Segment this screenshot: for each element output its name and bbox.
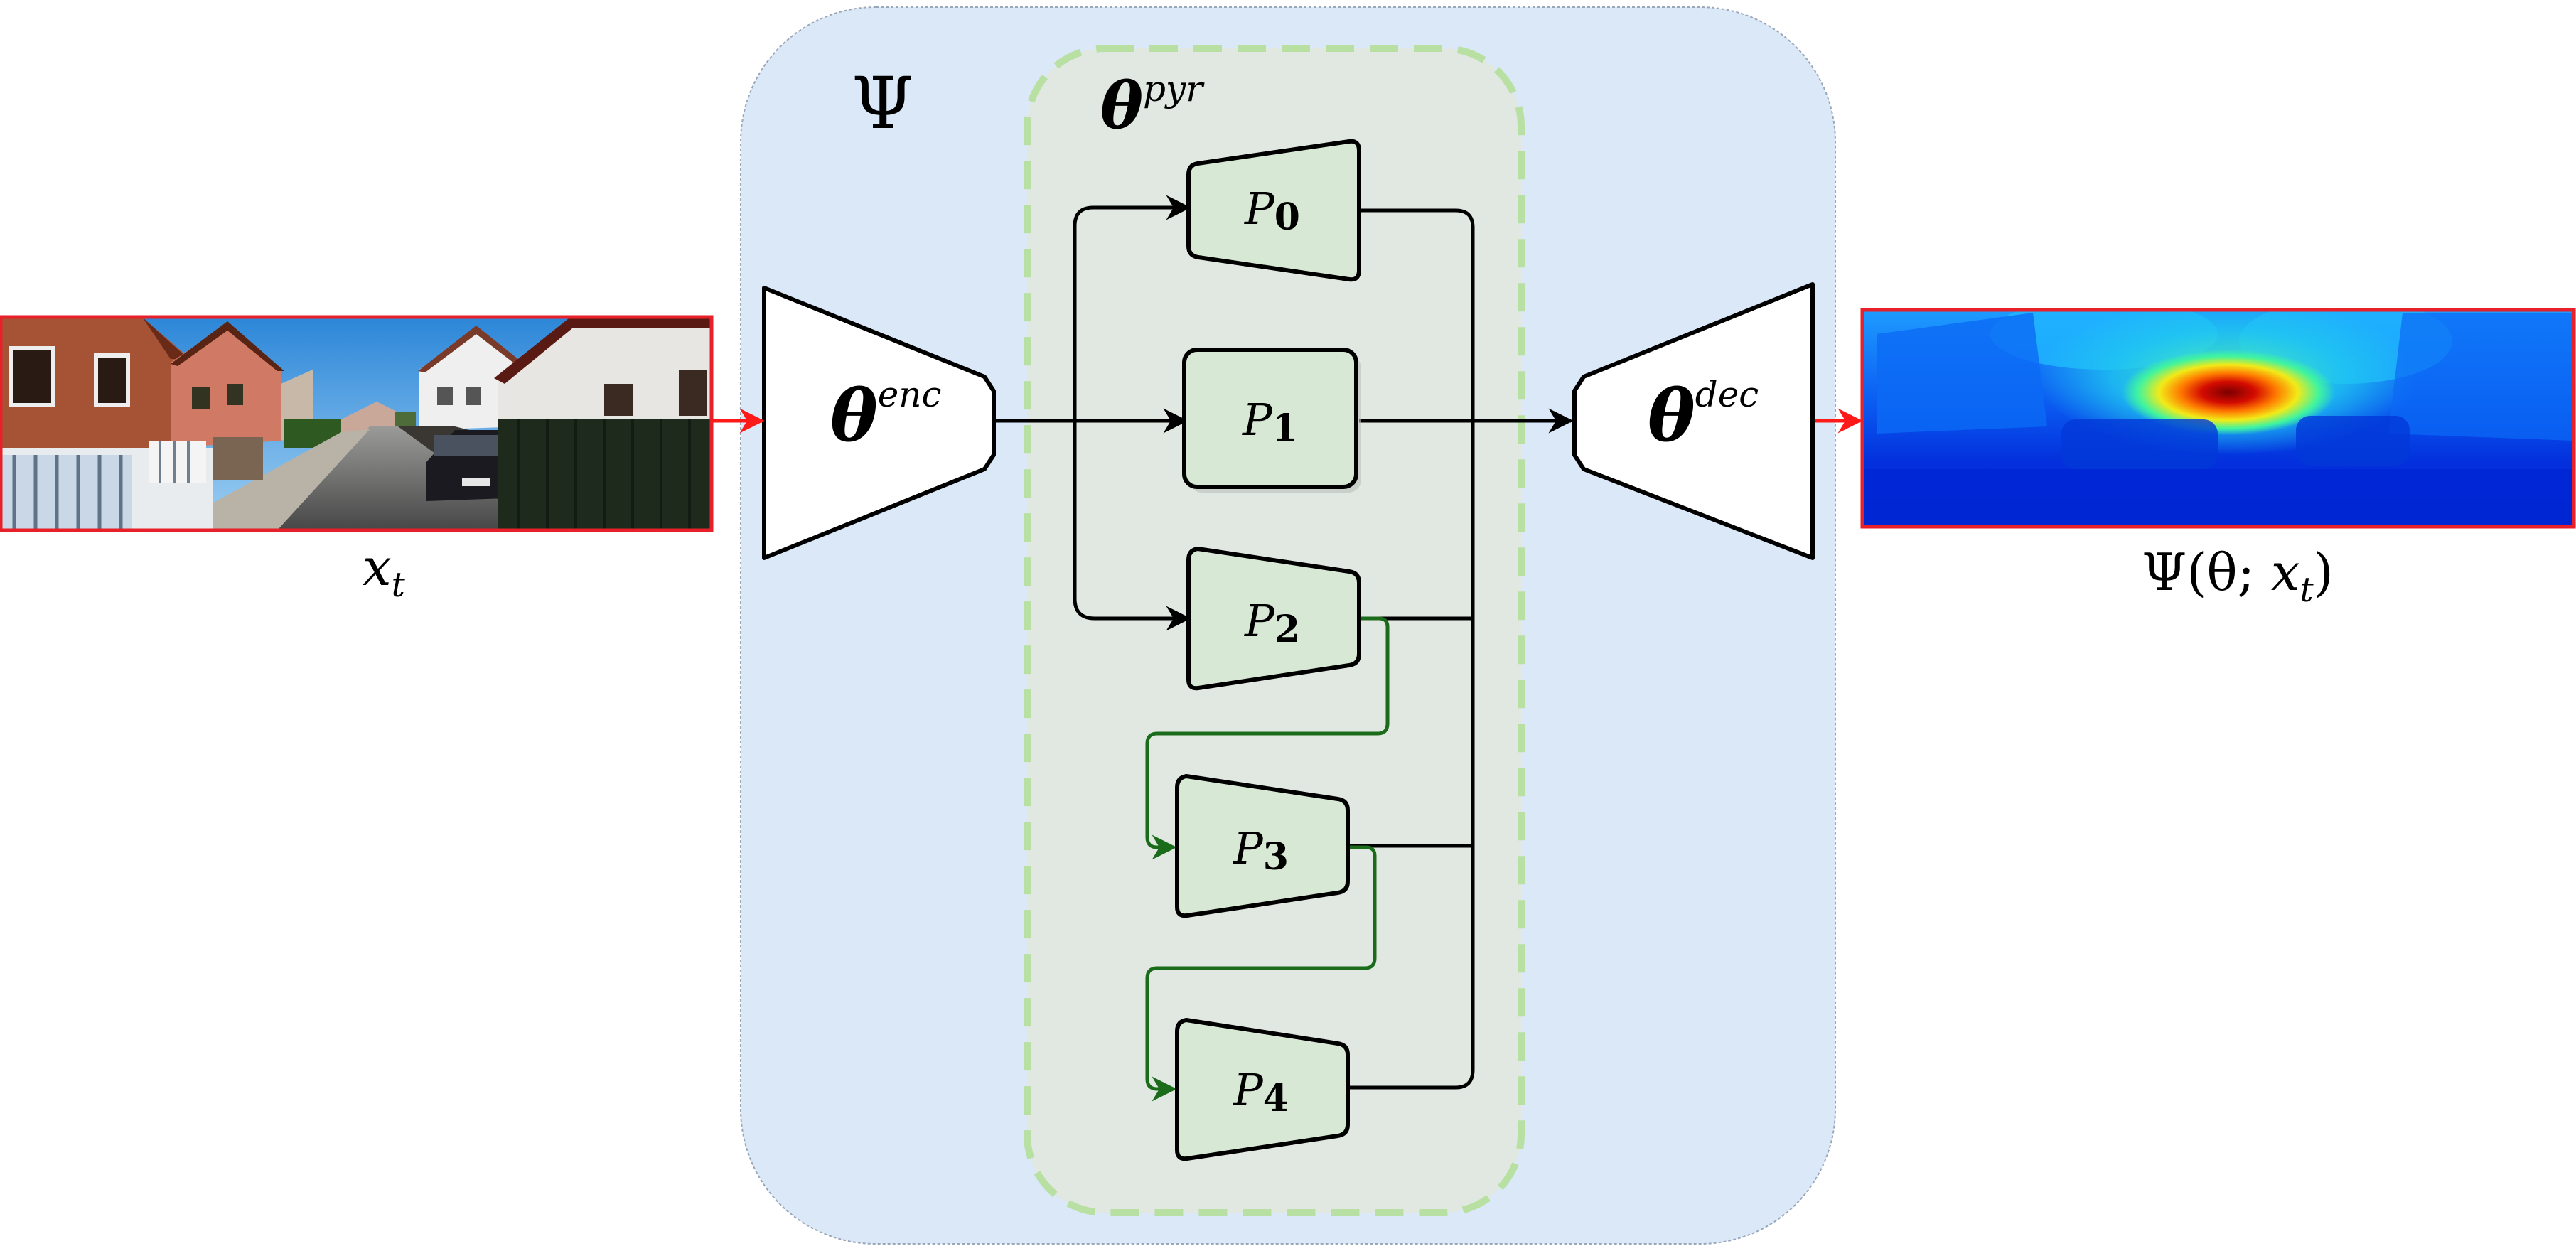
input-image <box>0 317 712 530</box>
green-connections <box>1145 616 1390 1102</box>
svg-text:P3: P3 <box>1233 822 1289 879</box>
pyramid-block-2: P2 <box>1186 547 1361 691</box>
input-image-frame <box>0 315 714 532</box>
pyramid-block-3: P3 <box>1175 774 1350 918</box>
output-caption: Ψ(θ; xt) <box>2142 542 2334 610</box>
encoder-block <box>762 286 996 560</box>
psi-label: Ψ <box>852 62 914 145</box>
input-caption: xt <box>363 537 406 605</box>
pyramid-block-0: P0 <box>1186 139 1361 282</box>
pyramid-block-4: P4 <box>1175 1018 1350 1161</box>
pyramid-label: θpyr <box>1100 68 1205 144</box>
output-depth-map <box>1862 310 2575 527</box>
decoder-block <box>1572 282 1815 560</box>
svg-text:P4: P4 <box>1233 1064 1289 1120</box>
svg-text:P1: P1 <box>1242 394 1298 450</box>
decoder-label: θdec <box>1648 374 1759 458</box>
svg-text:P2: P2 <box>1244 595 1300 651</box>
encoder-label: θenc <box>830 374 942 458</box>
pyramid-block-1: P1 <box>1182 348 1361 493</box>
svg-text:P0: P0 <box>1244 183 1300 239</box>
